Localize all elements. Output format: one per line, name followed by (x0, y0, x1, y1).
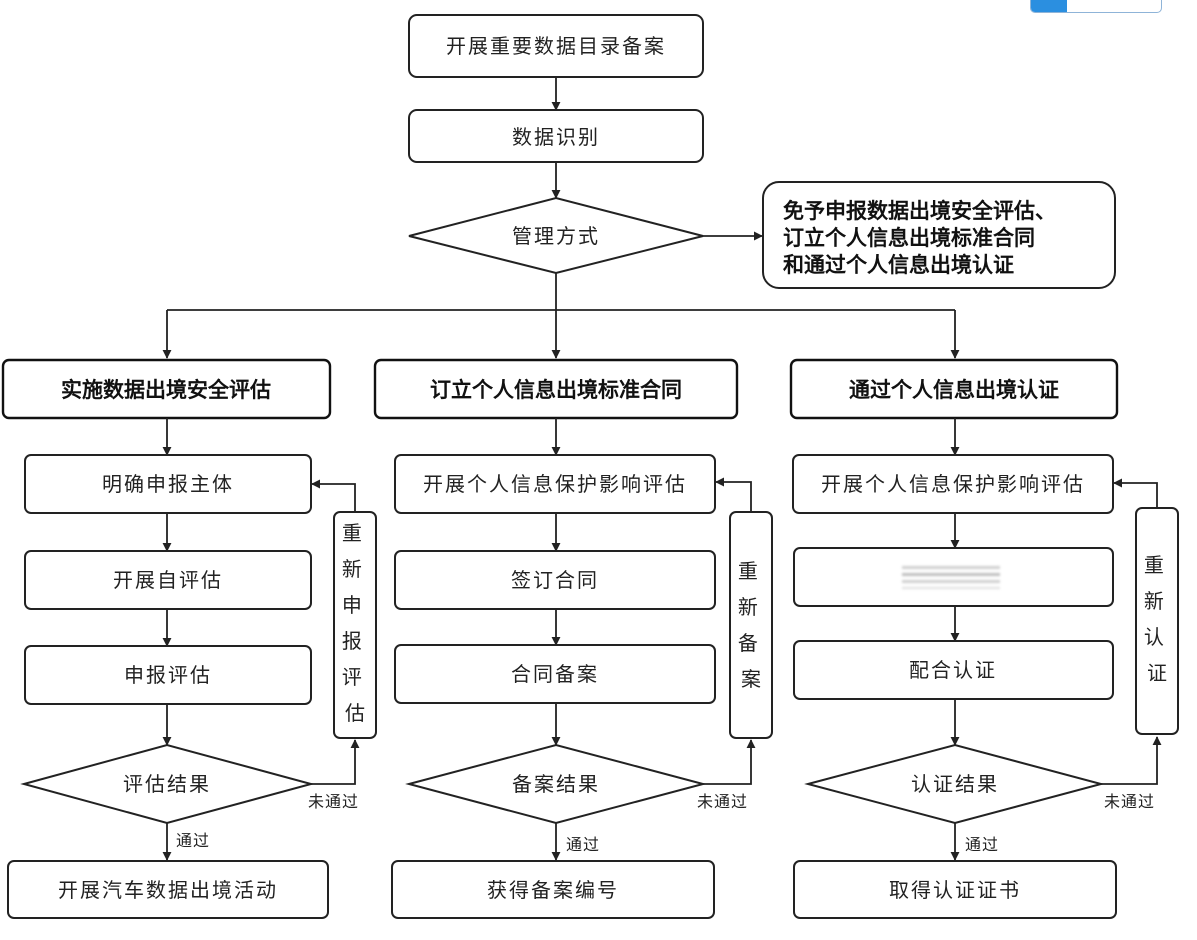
step-data-identification-label: 数据识别 (512, 125, 600, 149)
col3-retry-box (1135, 507, 1179, 735)
col2-step2-label: 签订合同 (511, 568, 599, 592)
col2-step1-label: 开展个人信息保护影响评估 (423, 472, 687, 496)
col1-decision-label: 评估结果 (123, 772, 211, 796)
col1-retry-char: 新 (342, 557, 362, 581)
col3-step2-blurred-text (902, 566, 1000, 589)
col1-retry-char: 报 (342, 629, 362, 653)
exempt-line-3: 和通过个人信息出境认证 (783, 253, 1014, 277)
col1-step3-box (24, 645, 312, 705)
col2-retry-char: 重 (738, 559, 758, 583)
col3-header-label: 通过个人信息出境认证 (849, 378, 1059, 402)
col3-step1-label: 开展个人信息保护影响评估 (821, 472, 1085, 496)
col2-retry-box (729, 511, 773, 739)
col2-final-box (391, 860, 715, 919)
col1-pass-label: 通过 (176, 831, 210, 850)
col1-step1-label: 明确申报主体 (102, 472, 234, 496)
col2-fail-label: 未通过 (697, 792, 748, 811)
col1-step1-box (24, 454, 312, 514)
col2-retry-char: 备 (738, 631, 758, 655)
col1-retry-char: 申 (342, 593, 362, 617)
col1-final-box (7, 860, 329, 919)
col2-step2-box (394, 550, 716, 610)
exempt-line-1: 免予申报数据出境安全评估、 (783, 199, 1056, 223)
decision-management-method-label: 管理方式 (512, 224, 600, 248)
col3-final-box (793, 860, 1117, 919)
col3-final-label: 取得认证证书 (889, 878, 1021, 902)
corner-progress-fill (1031, 0, 1067, 12)
col3-retry-char: 新 (1144, 589, 1164, 613)
col2-step3-label: 合同备案 (511, 662, 599, 686)
col2-pass-label: 通过 (566, 835, 600, 854)
step-catalog-filing-label: 开展重要数据目录备案 (446, 34, 666, 58)
col1-header-label: 实施数据出境安全评估 (61, 378, 271, 402)
col2-retry-char: 新 (738, 595, 758, 619)
col2-final-label: 获得备案编号 (487, 878, 619, 902)
col1-retry-char: 重 (342, 521, 362, 545)
exempt-line-2: 订立个人信息出境标准合同 (783, 226, 1035, 250)
col3-header-box (789, 358, 1119, 420)
col2-header-label: 订立个人信息出境标准合同 (430, 378, 682, 402)
col3-step3-box (793, 640, 1114, 700)
col3-pass-label: 通过 (965, 835, 999, 854)
col2-decision-label: 备案结果 (512, 772, 600, 796)
corner-progress-widget (1030, 0, 1162, 13)
col1-step2-box (24, 550, 312, 610)
col3-step1-box (792, 454, 1114, 514)
col1-retry-char: 估 (345, 701, 365, 725)
col3-retry-char: 认 (1144, 625, 1164, 649)
col2-step3-box (394, 644, 716, 704)
col1-final-label: 开展汽车数据出境活动 (58, 878, 278, 902)
col3-retry-text: 重 新 认 证 (1144, 553, 1170, 685)
col2-retry-text: 重 新 备 案 (738, 559, 764, 691)
col3-retry-char: 证 (1147, 661, 1167, 685)
col1-retry-text: 重 新 申 报 评 估 (342, 521, 368, 725)
col2-retry-char: 案 (741, 667, 761, 691)
col1-retry-char: 评 (342, 665, 362, 689)
col1-fail-label: 未通过 (308, 792, 359, 811)
col2-step1-box (394, 454, 716, 514)
exempt-box (762, 181, 1116, 289)
col3-retry-char: 重 (1144, 553, 1164, 577)
col1-step2-label: 开展自评估 (113, 568, 223, 592)
col3-decision-label: 认证结果 (911, 772, 999, 796)
col1-step3-label: 申报评估 (124, 663, 212, 687)
col3-step3-label: 配合认证 (909, 658, 997, 682)
col3-fail-label: 未通过 (1104, 792, 1155, 811)
col3-step2-box (793, 547, 1114, 607)
